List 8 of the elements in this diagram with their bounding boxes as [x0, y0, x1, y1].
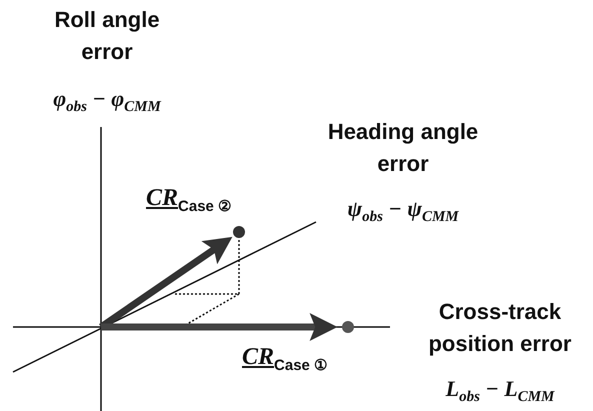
vector-label: CR$_{Case ②}$ [146, 185, 232, 214]
axis-title: Heading angle error [326, 118, 480, 178]
vector-label: CR$_{Case ①}$ [242, 344, 328, 373]
axis-formula: L$_{obs}$ − L$_{CMM}$ [446, 376, 554, 402]
axis-title: Roll angle error [53, 6, 161, 66]
axis-title: Cross-track position error [427, 298, 572, 358]
axis-formula: φ$_{obs}$ − φ$_{CMM}$ [53, 86, 161, 112]
axis-formula: ψ$_{obs}$ − ψ$_{CMM}$ [347, 196, 459, 222]
